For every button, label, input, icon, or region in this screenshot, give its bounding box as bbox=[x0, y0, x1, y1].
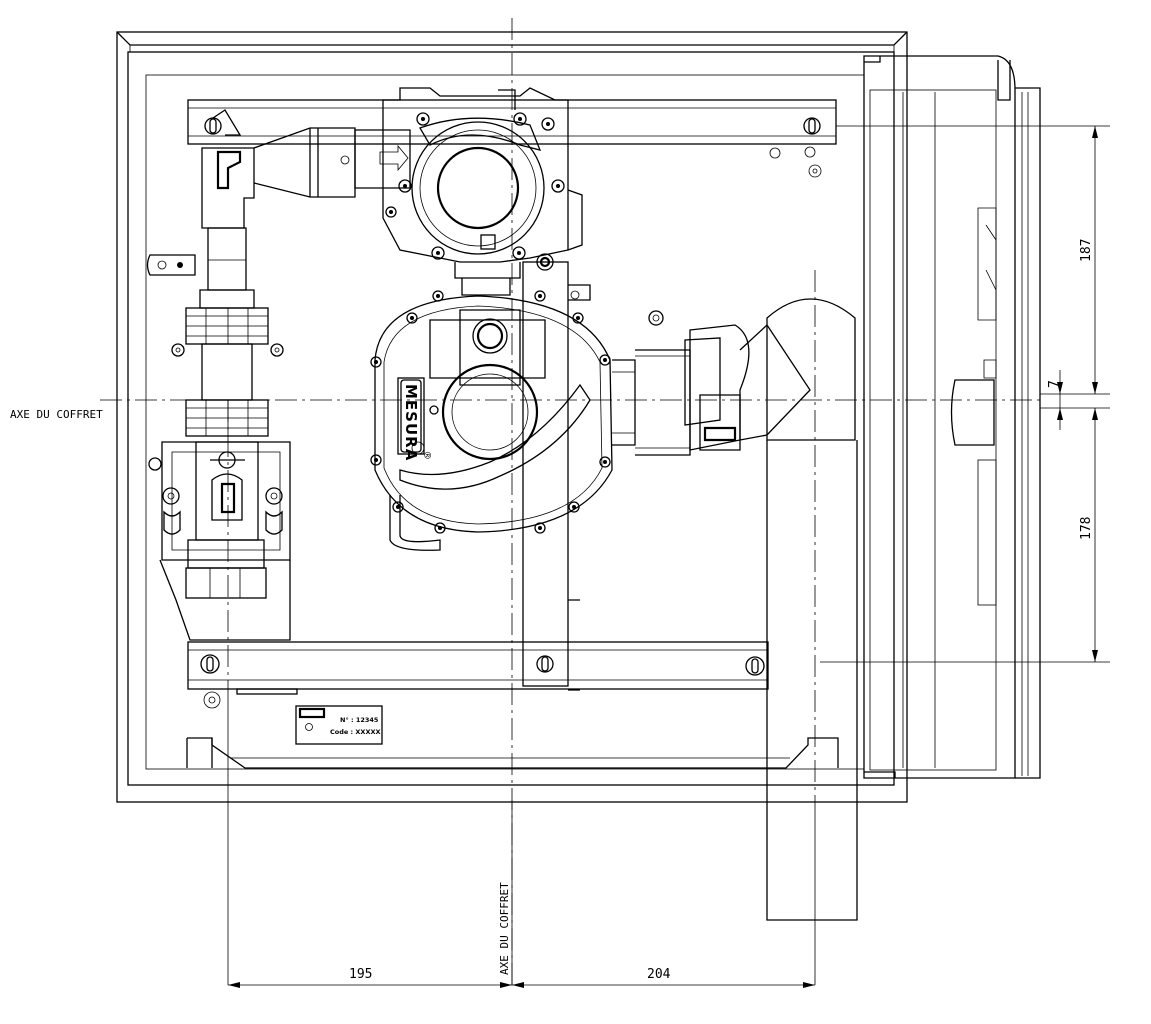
axis-label-left: AXE DU COFFRET bbox=[10, 408, 103, 421]
cabinet-door bbox=[863, 55, 1041, 779]
outlet-fitting bbox=[612, 298, 858, 921]
axis-label-bottom: AXE DU COFFRET bbox=[498, 882, 511, 975]
ball-valve bbox=[148, 441, 291, 641]
dimension-178: 178 bbox=[1079, 517, 1094, 540]
dimension-7: 7 bbox=[1047, 380, 1062, 388]
inlet-pipe-assembly bbox=[146, 127, 356, 437]
brand-label: MESURA ® bbox=[400, 379, 434, 461]
centerlines bbox=[100, 18, 1040, 990]
second-stage-regulator bbox=[370, 290, 613, 551]
dimension-lines bbox=[228, 125, 1110, 988]
vertical-bracket bbox=[522, 261, 664, 691]
nameplate-number: N° : 12345 bbox=[340, 716, 379, 724]
first-stage-regulator bbox=[354, 87, 583, 296]
bottom-mounting-rail bbox=[187, 641, 769, 709]
dimension-187: 187 bbox=[1079, 239, 1094, 262]
dimension-195: 195 bbox=[349, 967, 372, 982]
dimension-204: 204 bbox=[647, 967, 671, 982]
nameplate: N° : 12345 Code : XXXXX bbox=[295, 705, 383, 745]
brand-text: MESURA bbox=[402, 384, 420, 461]
registered-mark: ® bbox=[421, 452, 434, 459]
nameplate-code: Code : XXXXX bbox=[330, 728, 380, 736]
